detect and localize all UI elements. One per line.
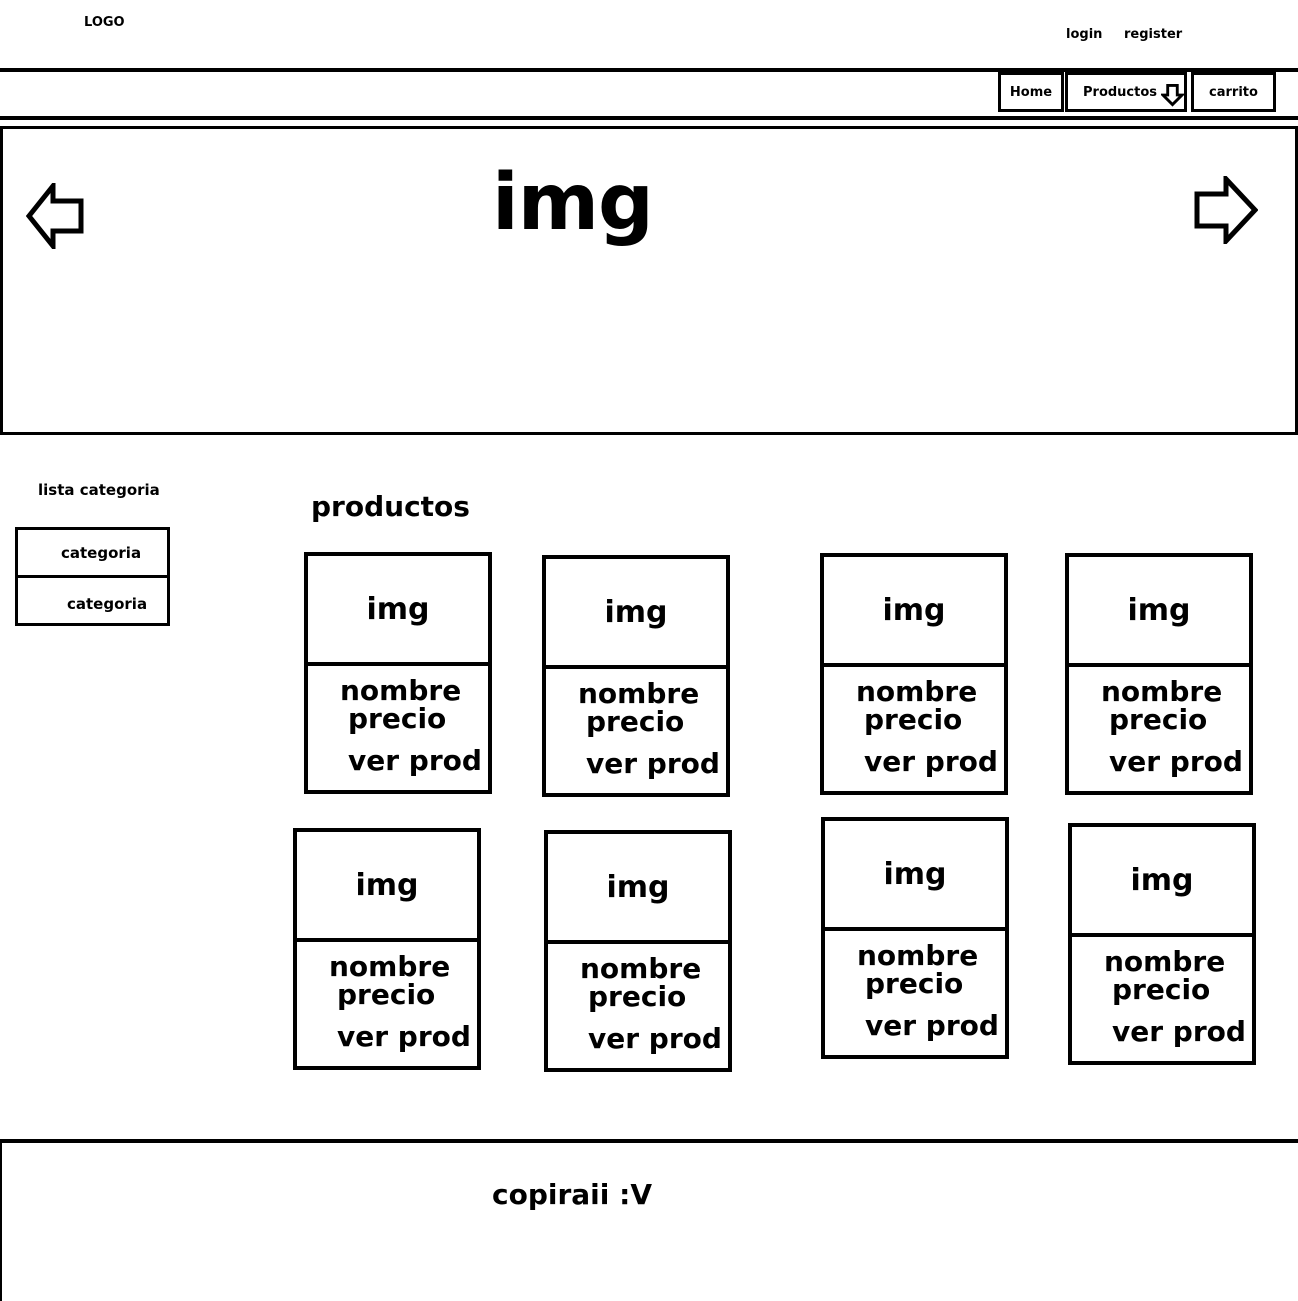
product-name: nombre: [1101, 675, 1223, 708]
nav-productos-label: Productos: [1083, 84, 1158, 100]
view-product-link[interactable]: ver prod: [865, 1009, 999, 1042]
product-price: precio: [586, 705, 685, 738]
arrow-left-icon[interactable]: [26, 183, 84, 249]
product-card[interactable]: img nombre precio ver prod: [821, 817, 1009, 1059]
product-card[interactable]: img nombre precio ver prod: [820, 553, 1008, 795]
product-image: img: [548, 834, 728, 944]
product-image: img: [297, 832, 477, 942]
product-name: nombre: [580, 952, 702, 985]
view-product-link[interactable]: ver prod: [337, 1020, 471, 1053]
product-image: img: [546, 559, 726, 669]
view-product-link[interactable]: ver prod: [588, 1022, 722, 1055]
nav-home-label: Home: [1009, 84, 1053, 100]
product-price: precio: [1112, 973, 1211, 1006]
product-card[interactable]: img nombre precio ver prod: [293, 828, 481, 1070]
register-link[interactable]: register: [1124, 27, 1183, 42]
nav-productos-button[interactable]: Productos: [1065, 72, 1187, 112]
product-image: img: [825, 821, 1005, 931]
footer-left-border: [0, 1143, 2, 1301]
hero-carousel: [0, 126, 1298, 435]
category-label: categoria: [61, 544, 142, 562]
category-list: categoria categoria: [15, 527, 170, 626]
nav-home-button[interactable]: Home: [998, 72, 1064, 112]
category-item[interactable]: categoria: [18, 578, 167, 623]
product-price: precio: [1109, 703, 1208, 736]
category-list-title: lista categoria: [38, 481, 160, 499]
product-price: precio: [348, 702, 447, 735]
nav-carrito-button[interactable]: carrito: [1191, 72, 1276, 112]
product-price: precio: [864, 703, 963, 736]
category-item[interactable]: categoria: [18, 530, 167, 578]
logo: LOGO: [84, 15, 125, 30]
product-card[interactable]: img nombre precio ver prod: [304, 552, 492, 794]
product-card[interactable]: img nombre precio ver prod: [1068, 823, 1256, 1065]
view-product-link[interactable]: ver prod: [864, 745, 998, 778]
product-card[interactable]: img nombre precio ver prod: [1065, 553, 1253, 795]
product-image: img: [1069, 557, 1249, 667]
product-name: nombre: [1104, 945, 1226, 978]
product-name: nombre: [340, 674, 462, 707]
product-name: nombre: [856, 675, 978, 708]
arrow-right-icon[interactable]: [1194, 176, 1258, 244]
product-name: nombre: [857, 939, 979, 972]
product-name: nombre: [578, 677, 700, 710]
login-link[interactable]: login: [1066, 27, 1103, 42]
view-product-link[interactable]: ver prod: [348, 744, 482, 777]
product-image: img: [824, 557, 1004, 667]
product-image: img: [308, 556, 488, 666]
product-price: precio: [337, 978, 436, 1011]
products-title: productos: [311, 490, 470, 523]
nav-bottom-border: [0, 116, 1298, 120]
footer-border: [0, 1139, 1298, 1143]
nav-top-border: [0, 68, 1298, 72]
view-product-link[interactable]: ver prod: [586, 747, 720, 780]
view-product-link[interactable]: ver prod: [1112, 1015, 1246, 1048]
view-product-link[interactable]: ver prod: [1109, 745, 1243, 778]
footer-copyright: copiraii :V: [492, 1178, 652, 1211]
product-name: nombre: [329, 950, 451, 983]
arrow-down-icon: [1161, 83, 1184, 107]
product-price: precio: [588, 980, 687, 1013]
product-image: img: [1072, 827, 1252, 937]
hero-image-placeholder: img: [492, 158, 654, 248]
category-label: categoria: [67, 595, 148, 613]
product-card[interactable]: img nombre precio ver prod: [544, 830, 732, 1072]
product-price: precio: [865, 967, 964, 1000]
product-card[interactable]: img nombre precio ver prod: [542, 555, 730, 797]
nav-carrito-label: carrito: [1209, 84, 1258, 100]
